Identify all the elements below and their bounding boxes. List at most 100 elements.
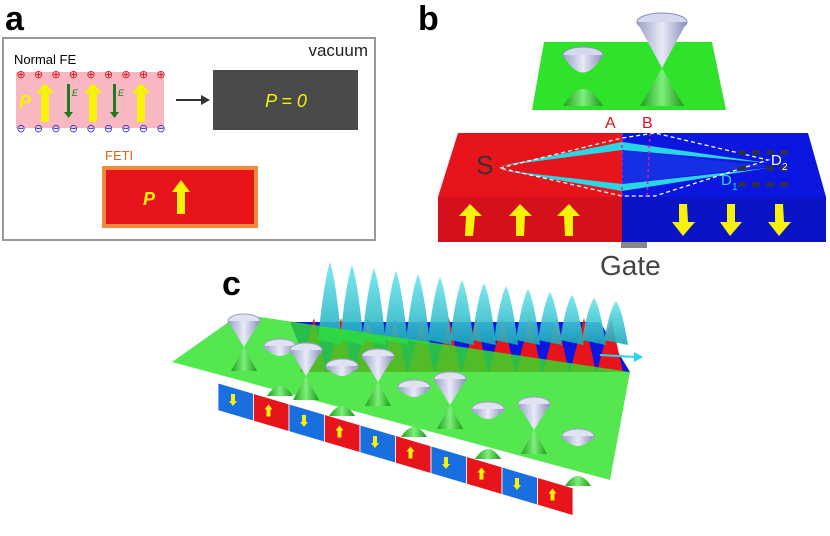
plus-charge-icon: ⊕ [139,68,148,81]
minus-charge-icon: ⊖ [86,122,95,135]
plus-charge-icon: ⊕ [16,68,25,81]
e-label-1: E [72,88,79,98]
drain-contacts [738,150,788,187]
panel-a: a vacuum Normal FE ⊕⊕⊕⊕⊕⊕⊕⊕⊕ ⊖⊖⊖⊖⊖⊖⊖⊖⊖ P… [2,0,376,241]
panel-b-label: b [418,0,439,38]
beam-upper-right [622,142,768,163]
arrow-up-icon [459,204,580,236]
plus-charge-icon: ⊕ [69,68,78,81]
arrow-up-icon [36,83,150,122]
dirac-cone-icon [636,12,688,106]
minus-charge-icon: ⊖ [51,122,60,135]
plus-charge-icon: ⊕ [156,68,165,81]
plus-charge-icon: ⊕ [121,68,130,81]
dirac-cone-icon [263,338,297,396]
arrow-up-icon [335,425,344,438]
wave-packet [406,274,430,345]
p-label-feti: P [143,189,156,209]
arrow-up-icon [172,180,190,214]
e-label-2: E [118,88,125,98]
minus-charge-icon: ⊖ [139,122,148,135]
wave-packet [582,298,606,345]
arrow-down-icon [64,84,119,118]
red-spike [543,318,569,372]
minus-charge-icon: ⊖ [104,122,113,135]
minus-charge-row: ⊖⊖⊖⊖⊖⊖⊖⊖⊖ [16,122,165,135]
green-sheet [532,42,726,110]
drain2-label: D [771,152,782,169]
red-spike [570,318,596,372]
red-spike [597,318,623,372]
dirac-cone-icon [562,46,604,106]
gate-electrode [621,242,647,248]
arrow-up-icon [264,404,273,417]
domain-bar [217,382,574,517]
gate-label: Gate [600,250,661,281]
arrow-down-icon [229,394,237,406]
plus-charge-row: ⊕ ⊕ ⊕ ⊕ ⊕ ⊕ ⊕ ⊕ ⊕ [16,68,165,81]
wave-packet [494,286,518,345]
blue-domain-front [622,197,826,242]
wave-packet [428,277,452,345]
source-label: S [476,150,493,180]
drain2-sub: 2 [782,162,788,173]
wave-packet [340,265,364,345]
red-domain-top [438,133,622,197]
beam-lower-right [622,168,768,191]
right-arrow-icon [599,352,643,362]
wave-packet [604,301,628,345]
arrow-down-icon [300,415,308,427]
drain1-sub: 1 [732,182,738,193]
wave-packet [384,271,408,345]
wave-packet [538,292,562,345]
panel-c: c [172,262,643,517]
dirac-cone-icon [361,348,395,406]
point-b-label: B [642,115,653,132]
minus-charge-icon: ⊖ [121,122,130,135]
arrow-down-icon [371,436,379,448]
normal-fe-label: Normal FE [14,52,76,67]
arrow-down-icon [513,478,521,490]
minus-charge-icon: ⊖ [156,122,165,135]
minus-charge-icon: ⊖ [16,122,25,135]
cone-row [227,313,595,486]
panel-c-label: c [222,265,241,303]
domain-segment [395,434,432,475]
dashed-outline [499,132,771,197]
panel-a-label: a [5,0,25,38]
arrow-up-icon [477,467,486,480]
plus-charge-icon: ⊕ [34,68,43,81]
domain-segment [324,413,361,454]
dirac-cone-icon [471,401,505,459]
dirac-cone-icon [227,313,261,371]
minus-charge-icon: ⊖ [34,122,43,135]
wave-packet [472,283,496,345]
cyan-wave-packets [318,262,628,345]
dirac-cone-icon [433,371,467,429]
arrow-up-icon [406,446,415,459]
panel-b: b A B [418,0,826,281]
plus-charge-icon: ⊕ [86,68,95,81]
plus-charge-icon: ⊕ [51,68,60,81]
dirac-cone-icon [325,358,359,416]
arrow-down-icon [442,457,450,469]
right-arrow-icon [176,95,210,105]
domain-segment [466,455,503,496]
dirac-cone-icon [517,396,551,454]
domain-segment [537,476,574,517]
plus-charge-icon: ⊕ [104,68,113,81]
wave-packet [362,268,386,345]
feti-label: FETI [105,148,133,163]
drain1-label: D [721,172,732,189]
wave-packet [318,262,342,345]
arrow-down-icon [672,204,791,236]
arrow-up-icon [548,488,557,501]
wave-packet [560,295,584,345]
dirac-cone-icon [289,342,323,400]
p-label-fe: P [19,92,32,112]
boundary-b [646,132,651,198]
wave-packet [516,289,540,345]
vacuum-label: vacuum [308,41,368,60]
green-sheet-c [172,314,630,480]
